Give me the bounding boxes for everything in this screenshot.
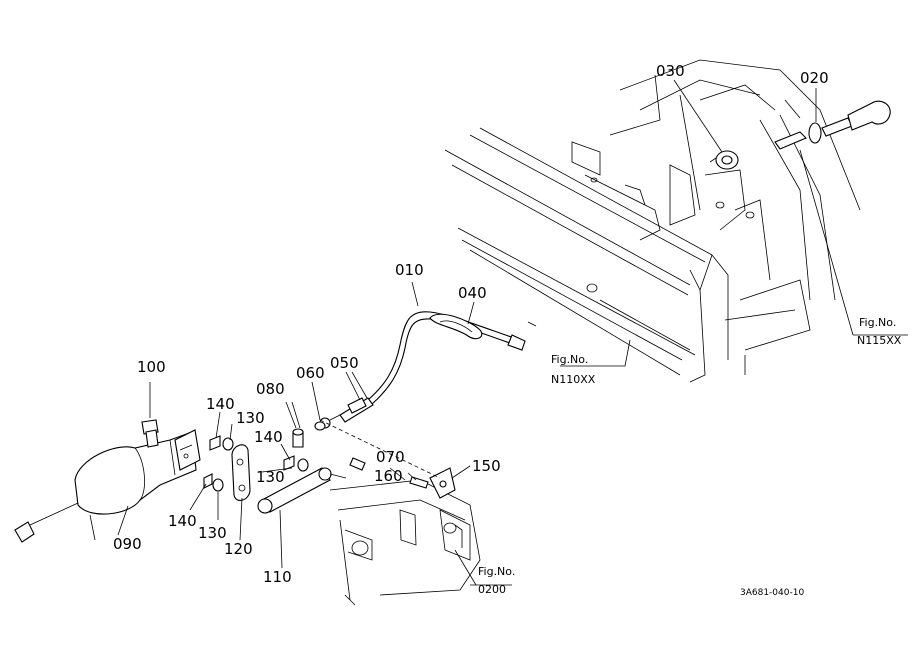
label-130-upper: 130	[236, 409, 265, 427]
engine-frame-outline	[329, 479, 481, 606]
clamp-040	[429, 313, 483, 340]
nut-030	[709, 150, 739, 170]
label-080: 080	[256, 380, 285, 398]
fig-ref-n110xx: Fig.No. N110XX	[551, 353, 596, 386]
label-160: 160	[374, 467, 403, 485]
fig-ref-n115-number: N115XX	[857, 334, 902, 347]
tractor-body-outline	[444, 59, 861, 383]
fig-ref-0200-title: Fig.No.	[478, 565, 515, 578]
bracket-150	[429, 467, 456, 499]
swivel-050	[347, 397, 367, 414]
nut-060	[314, 421, 326, 431]
label-020: 020	[800, 69, 829, 87]
label-130-right: 130	[256, 468, 285, 486]
pin-080	[292, 428, 304, 448]
label-130-lower: 130	[198, 524, 227, 542]
label-120: 120	[224, 540, 253, 558]
knob-020	[774, 100, 891, 150]
label-140-lower: 140	[168, 512, 197, 530]
drawing-code: 3A681-040-10	[740, 588, 804, 598]
fig-ref-0200-number: 0200	[478, 583, 506, 596]
label-030: 030	[656, 62, 685, 80]
fig-ref-n110-title: Fig.No.	[551, 353, 588, 366]
part-labels: 010 020 030 040 050 060 070 080 090 100 …	[113, 62, 829, 586]
clips-140	[203, 435, 295, 489]
label-100: 100	[137, 358, 166, 376]
fig-ref-n115-title: Fig.No.	[859, 316, 896, 329]
label-110: 110	[263, 568, 292, 586]
fig-ref-n110-number: N110XX	[551, 373, 596, 386]
bolt-100	[141, 419, 159, 448]
label-060: 060	[296, 364, 325, 382]
fig-ref-0200: Fig.No. 0200	[478, 565, 515, 596]
label-070: 070	[376, 448, 405, 466]
label-150: 150	[472, 457, 501, 475]
leader-lines	[117, 79, 908, 586]
label-140-upper: 140	[206, 395, 235, 413]
bolt-070	[349, 457, 366, 471]
washers-130	[212, 437, 309, 492]
label-050: 050	[330, 354, 359, 372]
pin-160	[409, 476, 429, 489]
assembly-link-line	[319, 419, 441, 479]
label-090: 090	[113, 535, 142, 553]
label-040: 040	[458, 284, 487, 302]
label-140-right: 140	[254, 428, 283, 446]
rod-110	[257, 467, 347, 514]
label-010: 010	[395, 261, 424, 279]
lever-plate-120	[231, 444, 251, 501]
solenoid-090	[14, 429, 201, 543]
fig-ref-n115xx: Fig.No. N115XX	[857, 316, 902, 347]
